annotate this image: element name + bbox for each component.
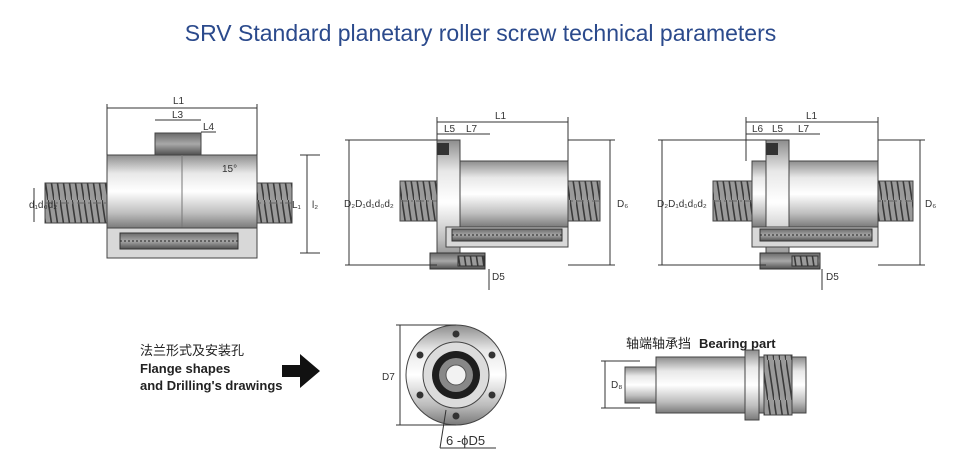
flange-label-en: Flange shapes and Drilling's drawings <box>140 360 283 394</box>
nut-diagram-2: L1 L5 L7 D₂D₁d₁d₀d₂ D₆ D5 <box>344 111 628 290</box>
dim-L1: L1 <box>173 96 185 107</box>
dim-l2-right: l₂ <box>312 200 318 211</box>
dim-D-right: D₆ <box>925 199 936 210</box>
dim-L5: L5 <box>444 124 456 135</box>
bearing-label: 轴端轴承挡 Bearing part <box>626 333 776 352</box>
bearing-label-en: Bearing part <box>699 336 776 351</box>
dim-L1: L1 <box>495 111 507 122</box>
dim-L1-right: L₁ <box>292 200 302 211</box>
arrow-right-icon <box>282 354 320 388</box>
dim-L4: L4 <box>203 122 215 133</box>
dim-D8: D₈ <box>611 380 622 391</box>
flange-front-view: D7 6 -ϕD5 <box>382 324 507 449</box>
dim-L6: L6 <box>752 124 764 135</box>
nut-diagram-3: L1 L6 L5 L7 D₂D₁d₁d₀d₂ D₆ D5 <box>657 111 936 290</box>
flange-label-en-line1: Flange shapes <box>140 361 231 376</box>
dim-L1: L1 <box>806 111 818 122</box>
dim-d-left: D₂D₁d₁d₀d₂ <box>344 199 394 210</box>
bearing-label-cn: 轴端轴承挡 <box>626 336 692 351</box>
dim-D-right: D₆ <box>617 199 628 210</box>
flange-label-en-line2: and Drilling's drawings <box>140 378 283 393</box>
bearing-part-view: D₈ <box>601 349 807 421</box>
page-title: SRV Standard planetary roller screw tech… <box>184 20 777 46</box>
dim-L5: L5 <box>772 124 784 135</box>
dim-L3: L3 <box>172 110 184 121</box>
dim-d-left: d₁d₀d₂ <box>29 200 57 211</box>
dim-d-left: D₂D₁d₁d₀d₂ <box>657 199 707 210</box>
dim-L7: L7 <box>798 124 810 135</box>
hole-spec: 6 -ϕD5 <box>446 433 485 448</box>
dim-D5: D5 <box>826 272 839 283</box>
dim-D7: D7 <box>382 372 395 383</box>
dim-D5: D5 <box>492 272 505 283</box>
flange-label-cn: 法兰形式及安装孔 <box>140 343 245 358</box>
dim-L7: L7 <box>466 124 478 135</box>
dim-angle: 15° <box>222 164 237 175</box>
nut-diagram-1: L1 L3 L4 15° d₁d₀d₂ L₁ l₂ <box>29 96 320 259</box>
